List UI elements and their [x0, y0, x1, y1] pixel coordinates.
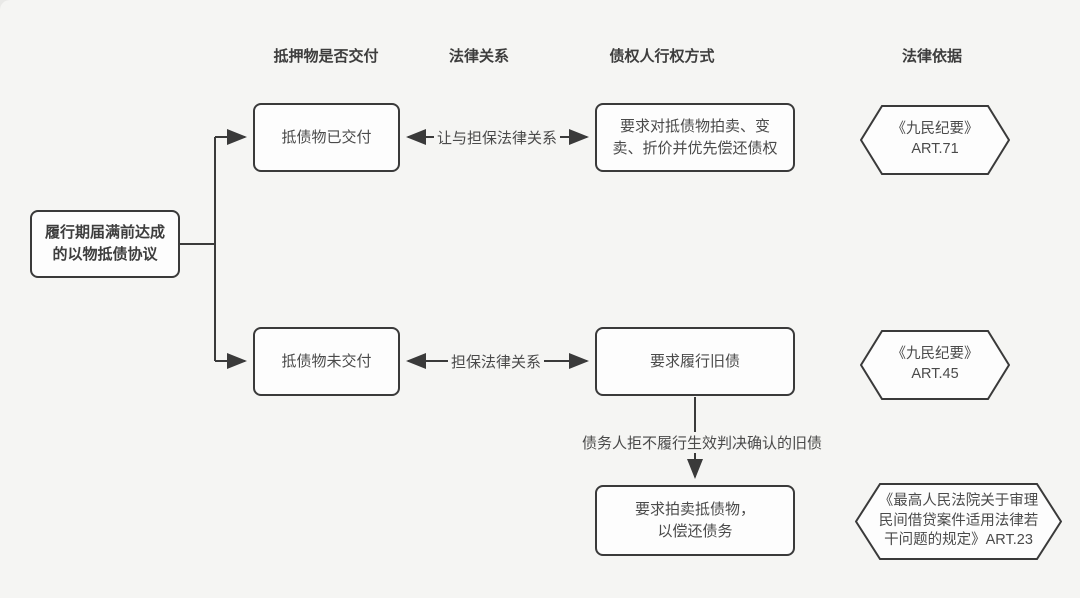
- edge-label-refuse-perform: 债务人拒不履行生效判决确认的旧债: [578, 432, 826, 453]
- hexagon-basis-art23: 《最高人民法院关于审理 民间借贷案件适用法律若 干问题的规定》ART.23: [855, 483, 1062, 560]
- column-header-legal-relation: 法律关系: [448, 48, 510, 65]
- column-header-delivery: 抵押物是否交付: [273, 48, 379, 65]
- hexagon-basis-art71: 《九民纪要》 ART.71: [860, 105, 1010, 175]
- hexagon-basis-art45: 《九民纪要》 ART.45: [860, 330, 1010, 400]
- edge-label-transfer-guarantee: 让与担保法律关系: [433, 127, 561, 148]
- node-perform-old-debt: 要求履行旧债: [595, 327, 795, 396]
- hexagon-basis-art23-label: 《最高人民法院关于审理 民间借贷案件适用法律若 干问题的规定》ART.23: [878, 493, 1039, 549]
- hexagon-shape: [860, 330, 1010, 400]
- hexagon-basis-art71-label: 《九民纪要》 ART.71: [891, 121, 979, 157]
- node-undelivered: 抵债物未交付: [253, 327, 400, 396]
- hexagon-basis-art45-label: 《九民纪要》 ART.45: [891, 346, 979, 382]
- edge-label-guarantee: 担保法律关系: [447, 351, 545, 372]
- column-header-creditor-method: 债权人行权方式: [609, 48, 715, 65]
- hexagon-shape: [860, 105, 1010, 175]
- node-auction-priority-repay: 要求对抵债物拍卖、变 卖、折价并优先偿还债权: [595, 103, 795, 172]
- column-header-legal-basis: 法律依据: [901, 48, 963, 65]
- node-root-agreement: 履行期届满前达成 的以物抵债协议: [30, 210, 180, 278]
- node-auction-repay-debt: 要求拍卖抵债物， 以偿还债务: [595, 485, 795, 556]
- hexagon-shape: [855, 483, 1062, 560]
- node-delivered: 抵债物已交付: [253, 103, 400, 172]
